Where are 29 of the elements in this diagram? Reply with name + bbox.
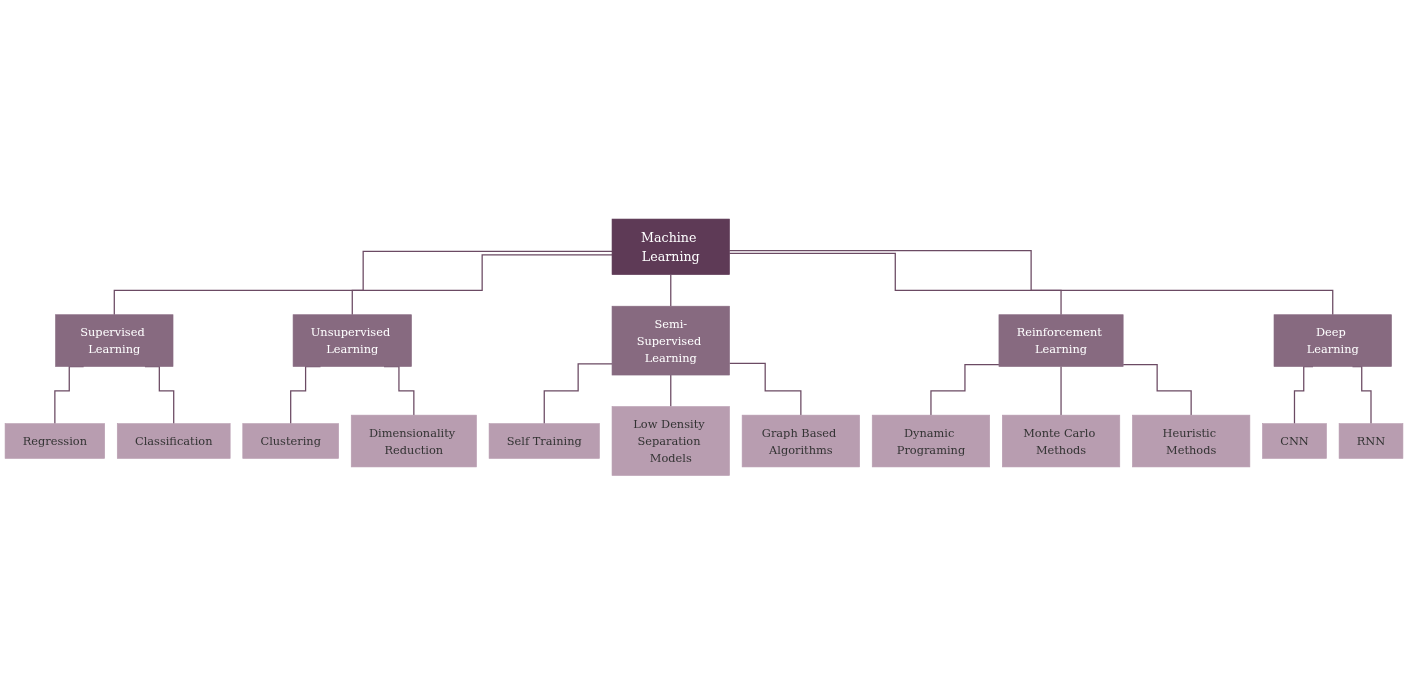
connector bbox=[543, 363, 613, 425]
connector bbox=[670, 374, 672, 408]
node-box: Reinforcement Learning bbox=[998, 314, 1124, 368]
node-box: CNN bbox=[1262, 423, 1327, 459]
node-box: Clustering bbox=[242, 423, 339, 459]
node-box: RNN bbox=[1338, 423, 1404, 459]
node-box: Dimensionality Reduction bbox=[350, 415, 477, 468]
connector bbox=[670, 274, 672, 308]
node-box: Self Training bbox=[488, 423, 600, 459]
connector bbox=[1122, 364, 1192, 416]
connector bbox=[351, 254, 613, 316]
connector bbox=[1060, 366, 1062, 416]
node-box: Deep Learning bbox=[1273, 314, 1392, 368]
node-box: Classification bbox=[116, 423, 231, 459]
node-box: Low Density Separation Models bbox=[611, 406, 730, 476]
node-box: Machine Learning bbox=[611, 219, 730, 276]
node-box: Graph Based Algorithms bbox=[741, 415, 860, 468]
node-box: Heuristic Methods bbox=[1132, 415, 1251, 468]
connector bbox=[728, 250, 1334, 316]
connector bbox=[728, 362, 802, 416]
node-box: Dynamic Programing bbox=[871, 415, 990, 468]
node-box: Unsupervised Learning bbox=[292, 314, 412, 368]
node-box: Supervised Learning bbox=[55, 314, 174, 368]
node-box: Monte Carlo Methods bbox=[1002, 415, 1121, 468]
connector bbox=[113, 251, 613, 316]
connector bbox=[930, 364, 1000, 416]
connector bbox=[728, 253, 1062, 316]
node-box: Regression bbox=[4, 423, 105, 459]
node-box: Semi-Supervised Learning bbox=[611, 306, 730, 376]
